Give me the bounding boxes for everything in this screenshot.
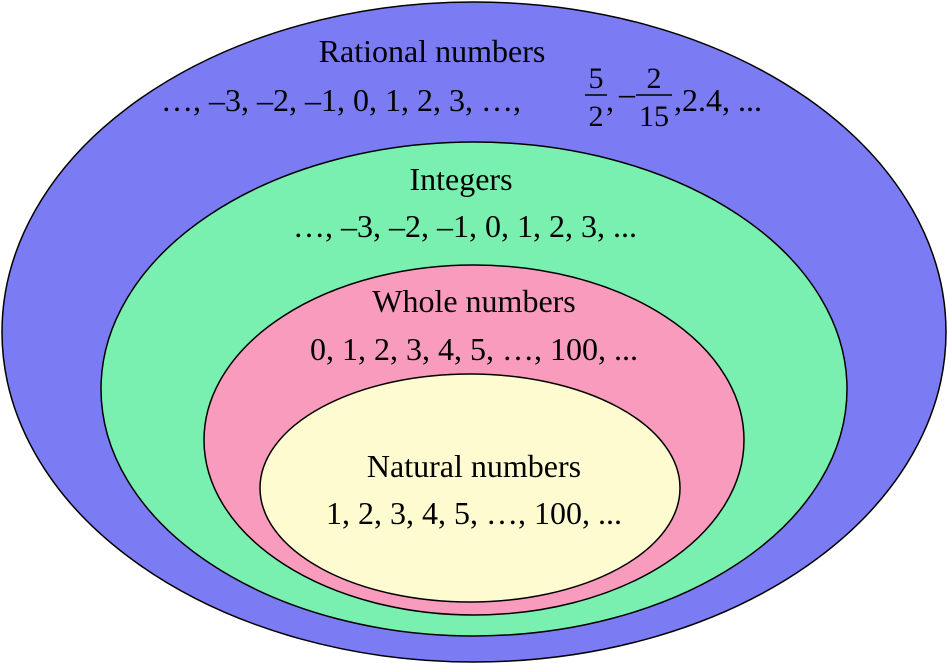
natural-numbers-label: Natural numbers bbox=[367, 448, 581, 484]
whole-numbers-label: Whole numbers bbox=[372, 283, 576, 319]
rational-fraction-1-denominator: 2 bbox=[589, 100, 604, 133]
rational-separator: , bbox=[606, 82, 614, 118]
rational-fraction-1-numerator: 5 bbox=[589, 62, 604, 95]
integers-values: …, –3, –2, –1, 0, 1, 2, 3, ... bbox=[293, 208, 637, 244]
rational-fraction-2-numerator: 2 bbox=[647, 62, 662, 95]
natural-numbers-values: 1, 2, 3, 4, 5, …, 100, ... bbox=[326, 495, 622, 531]
rational-numbers-values-suffix: ,2.4, ... bbox=[674, 82, 762, 118]
whole-numbers-values: 0, 1, 2, 3, 4, 5, …, 100, ... bbox=[310, 331, 638, 367]
rational-numbers-label: Rational numbers bbox=[319, 33, 546, 69]
natural-numbers-ellipse bbox=[259, 373, 681, 603]
rational-numbers-values-prefix: …, –3, –2, –1, 0, 1, 2, 3, …, bbox=[161, 82, 521, 118]
integers-label: Integers bbox=[409, 161, 512, 197]
rational-minus-sign: – bbox=[618, 75, 636, 111]
rational-fraction-2-denominator: 15 bbox=[639, 100, 669, 133]
